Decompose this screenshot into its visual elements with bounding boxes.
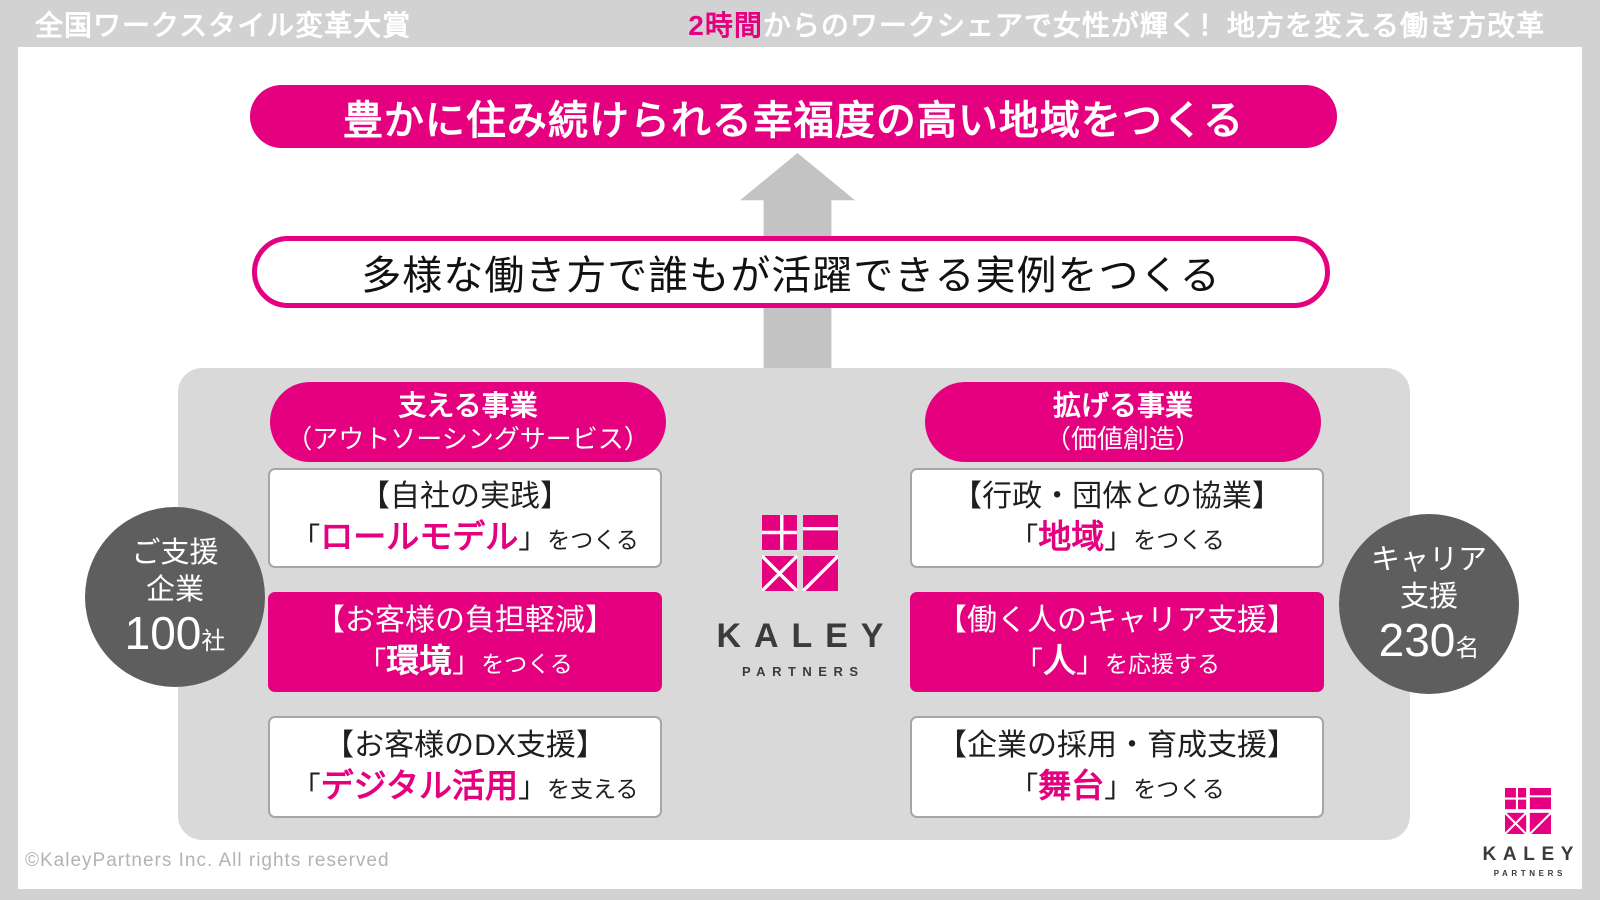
header-right-title: 2時間からのワークシェアで女性が輝く！地方を変える働き方改革 <box>688 4 1545 44</box>
box-line2: 「舞台」をつくる <box>1009 765 1225 808</box>
kaley-logo-name: KALEY <box>1482 844 1581 865</box>
box-keyword: ロールモデル <box>320 518 519 556</box>
box-title: 【お客様のDX支援】 <box>324 729 606 763</box>
left-column-header-line1: 支える事業 <box>398 390 538 422</box>
box-line2: 「ロールモデル」をつくる <box>291 516 639 559</box>
open-quote: 「 <box>1009 772 1039 805</box>
open-quote: 「 <box>357 647 387 680</box>
box-suffix: を応援する <box>1105 651 1221 678</box>
header-right-rest: からのワークシェアで女性が輝く！地方を変える働き方改革 <box>762 9 1545 41</box>
kaley-logo-mark-icon <box>762 515 838 591</box>
career-support-badge: キャリア 支援 230名 <box>1339 514 1519 694</box>
open-quote: 「 <box>291 523 321 556</box>
goal-banner: 豊かに住み続けられる幸福度の高い地域をつくる <box>250 85 1337 148</box>
mission-banner: 多様な働き方で誰もが活躍できる実例をつくる <box>252 236 1330 308</box>
open-quote: 「 <box>1013 647 1043 680</box>
badge-number-value: 230 <box>1378 613 1456 666</box>
box-customer-burden: 【お客様の負担軽減】 「環境」をつくる <box>268 592 662 692</box>
box-suffix: をつくる <box>481 651 573 678</box>
close-quote: 」 <box>518 772 548 805</box>
box-line2: 「地域」をつくる <box>1009 516 1225 559</box>
badge-number: 230名 <box>1379 615 1480 666</box>
header-left-title: 全国ワークスタイル変革大賞 <box>35 9 412 41</box>
kaley-logo-mark-icon <box>1505 788 1551 834</box>
box-line2: 「デジタル活用」を支える <box>292 765 639 808</box>
kaley-logo-subtitle: PARTNERS <box>1493 869 1566 878</box>
close-quote: 」 <box>1104 523 1134 556</box>
box-title: 【お客様の負担軽減】 <box>315 604 615 638</box>
badge-line1: ご支援 <box>131 537 219 570</box>
badge-line2: 企業 <box>145 573 204 606</box>
box-recruit-training: 【企業の採用・育成支援】 「舞台」をつくる <box>910 716 1324 818</box>
left-column-header: 支える事業 （アウトソーシングサービス） <box>270 382 666 462</box>
box-keyword: 環境 <box>386 642 453 680</box>
box-suffix: をつくる <box>1133 527 1225 554</box>
close-quote: 」 <box>452 647 482 680</box>
badge-line2: 支援 <box>1399 580 1458 613</box>
box-keyword: 地域 <box>1038 518 1105 556</box>
supported-companies-badge: ご支援 企業 100社 <box>85 507 265 687</box>
box-own-practice: 【自社の実践】 「ロールモデル」をつくる <box>268 468 662 568</box>
box-keyword: 舞台 <box>1038 767 1105 805</box>
open-quote: 「 <box>1009 523 1039 556</box>
badge-number-value: 100 <box>124 606 202 659</box>
kaley-logo-subtitle: PARTNERS <box>741 664 865 679</box>
box-career-support: 【働く人のキャリア支援】 「人」を応援する <box>910 592 1324 692</box>
header-bar: 全国ワークスタイル変革大賞 2時間からのワークシェアで女性が輝く！地方を変える働… <box>0 0 1600 47</box>
box-suffix: をつくる <box>547 527 639 554</box>
box-dx-support: 【お客様のDX支援】 「デジタル活用」を支える <box>268 716 662 818</box>
box-title: 【自社の実践】 <box>360 480 570 514</box>
box-government-collab: 【行政・団体との協業】 「地域」をつくる <box>910 468 1324 568</box>
box-keyword: 人 <box>1043 642 1076 680</box>
left-column-header-line2: （アウトソーシングサービス） <box>286 424 650 455</box>
box-suffix: をつくる <box>1133 776 1225 803</box>
box-title: 【行政・団体との協業】 <box>952 480 1282 514</box>
badge-line1: キャリア <box>1370 544 1487 577</box>
box-keyword: デジタル活用 <box>320 767 519 805</box>
badge-unit: 社 <box>201 627 226 655</box>
header-highlight: 2時間 <box>688 9 763 41</box>
badge-number: 100社 <box>125 608 226 659</box>
close-quote: 」 <box>1104 772 1134 805</box>
badge-unit: 名 <box>1455 634 1480 662</box>
box-line2: 「環境」をつくる <box>357 640 573 683</box>
right-column-header: 拡げる事業 （価値創造） <box>925 382 1321 462</box>
open-quote: 「 <box>291 772 321 805</box>
copyright-text: ©KaleyPartners Inc. All rights reserved <box>25 850 390 871</box>
box-suffix: を支える <box>547 776 639 803</box>
kaley-logo-center: KALEY PARTNERS <box>700 515 900 679</box>
right-column-header-line2: （価値創造） <box>1044 424 1201 455</box>
box-line2: 「人」を応援する <box>1014 640 1220 683</box>
box-title: 【働く人のキャリア支援】 <box>937 604 1297 638</box>
kaley-logo-corner: KALEY PARTNERS <box>1468 788 1588 878</box>
right-column-header-line1: 拡げる事業 <box>1052 390 1193 422</box>
kaley-logo-name: KALEY <box>716 617 897 655</box>
close-quote: 」 <box>518 523 548 556</box>
box-title: 【企業の採用・育成支援】 <box>937 729 1297 763</box>
close-quote: 」 <box>1076 647 1106 680</box>
